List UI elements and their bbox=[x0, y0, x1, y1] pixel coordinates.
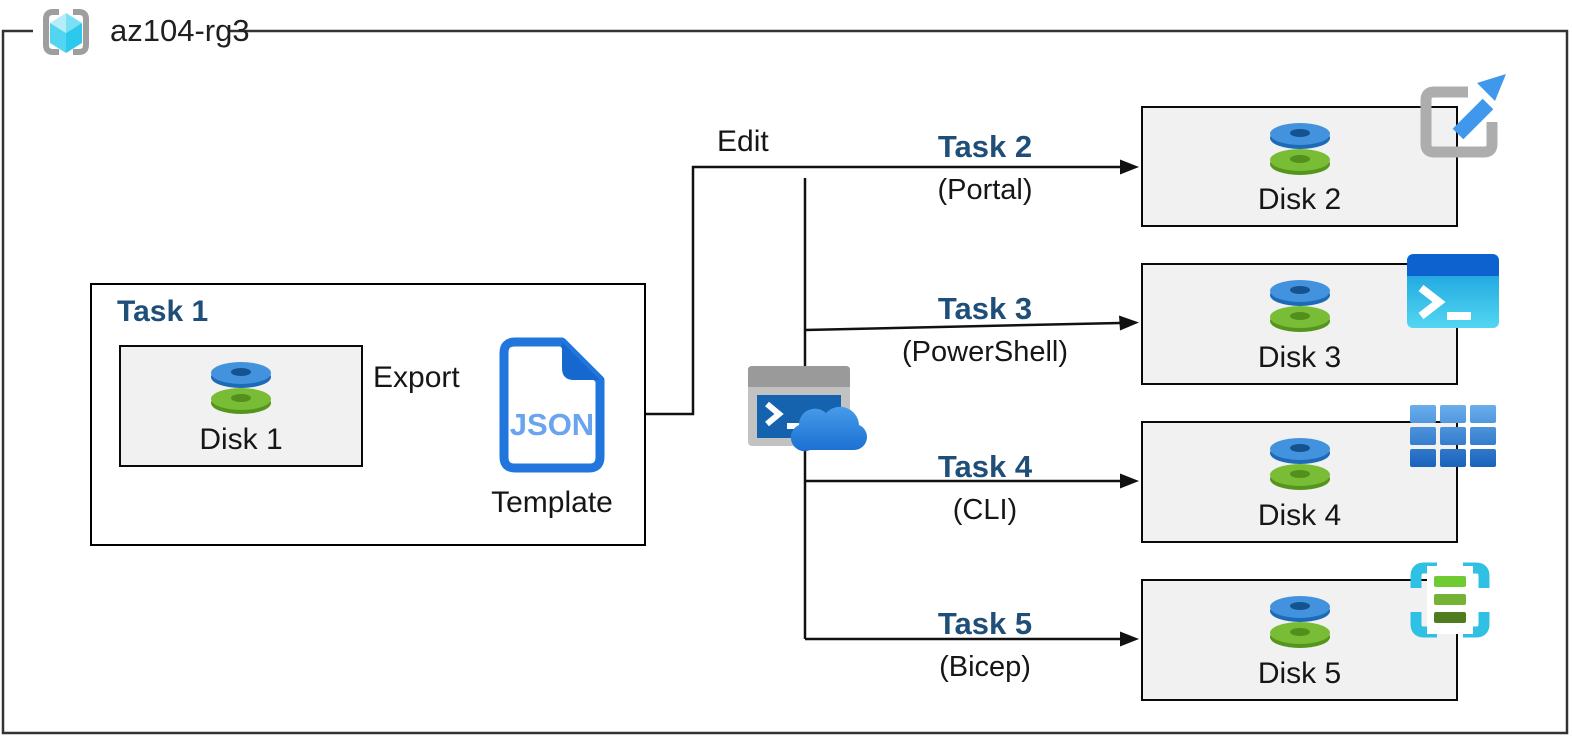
task3-method: (PowerShell) bbox=[902, 336, 1068, 368]
cloud-shell-icon bbox=[748, 366, 867, 452]
open-in-portal-icon bbox=[1420, 74, 1506, 158]
edit-label: Edit bbox=[717, 125, 769, 158]
task1-title: Task 1 bbox=[117, 295, 209, 328]
task2-method: (Portal) bbox=[937, 174, 1033, 206]
bicep-template-icon bbox=[1410, 562, 1490, 638]
task2-label-group: Task 2 (Portal) bbox=[830, 129, 1140, 207]
template-label: Template bbox=[491, 486, 613, 519]
disk2-label: Disk 2 bbox=[1257, 183, 1342, 216]
disk-icon bbox=[1269, 123, 1330, 175]
disk1-label: Disk 1 bbox=[199, 423, 283, 456]
disk4-card: Disk 4 bbox=[1141, 421, 1458, 543]
json-doc-text: JSON bbox=[510, 407, 594, 442]
task4-title: Task 4 bbox=[937, 449, 1033, 484]
task4-method: (CLI) bbox=[952, 494, 1018, 526]
disk-icon bbox=[211, 362, 271, 414]
disk3-card: Disk 3 bbox=[1141, 263, 1458, 385]
task5-method: (Bicep) bbox=[939, 651, 1031, 683]
task3-label-group: Task 3 (PowerShell) bbox=[830, 291, 1140, 369]
json-template-icon: JSON bbox=[499, 337, 605, 473]
task5-label-group: Task 5 (Bicep) bbox=[830, 606, 1140, 684]
disk2-card: Disk 2 bbox=[1141, 106, 1458, 227]
resource-group-name: az104-rg3 bbox=[110, 13, 250, 48]
disk1-card: Disk 1 bbox=[119, 345, 363, 467]
task4-label-group: Task 4 (CLI) bbox=[830, 449, 1140, 527]
powershell-icon bbox=[1407, 254, 1499, 328]
disk-icon bbox=[1269, 280, 1330, 332]
cli-icon bbox=[1410, 405, 1496, 467]
export-label: Export bbox=[373, 361, 460, 394]
disk4-label: Disk 4 bbox=[1257, 499, 1342, 532]
task3-title: Task 3 bbox=[937, 291, 1033, 326]
disk-icon bbox=[1269, 438, 1330, 490]
disk-icon bbox=[1269, 596, 1330, 648]
resource-group-icon bbox=[43, 9, 89, 55]
resource-group-border bbox=[1, 29, 1569, 735]
task2-title: Task 2 bbox=[937, 129, 1033, 164]
disk5-label: Disk 5 bbox=[1257, 657, 1342, 690]
disk5-card: Disk 5 bbox=[1141, 579, 1458, 701]
disk3-label: Disk 3 bbox=[1257, 341, 1342, 374]
task5-title: Task 5 bbox=[937, 606, 1033, 641]
